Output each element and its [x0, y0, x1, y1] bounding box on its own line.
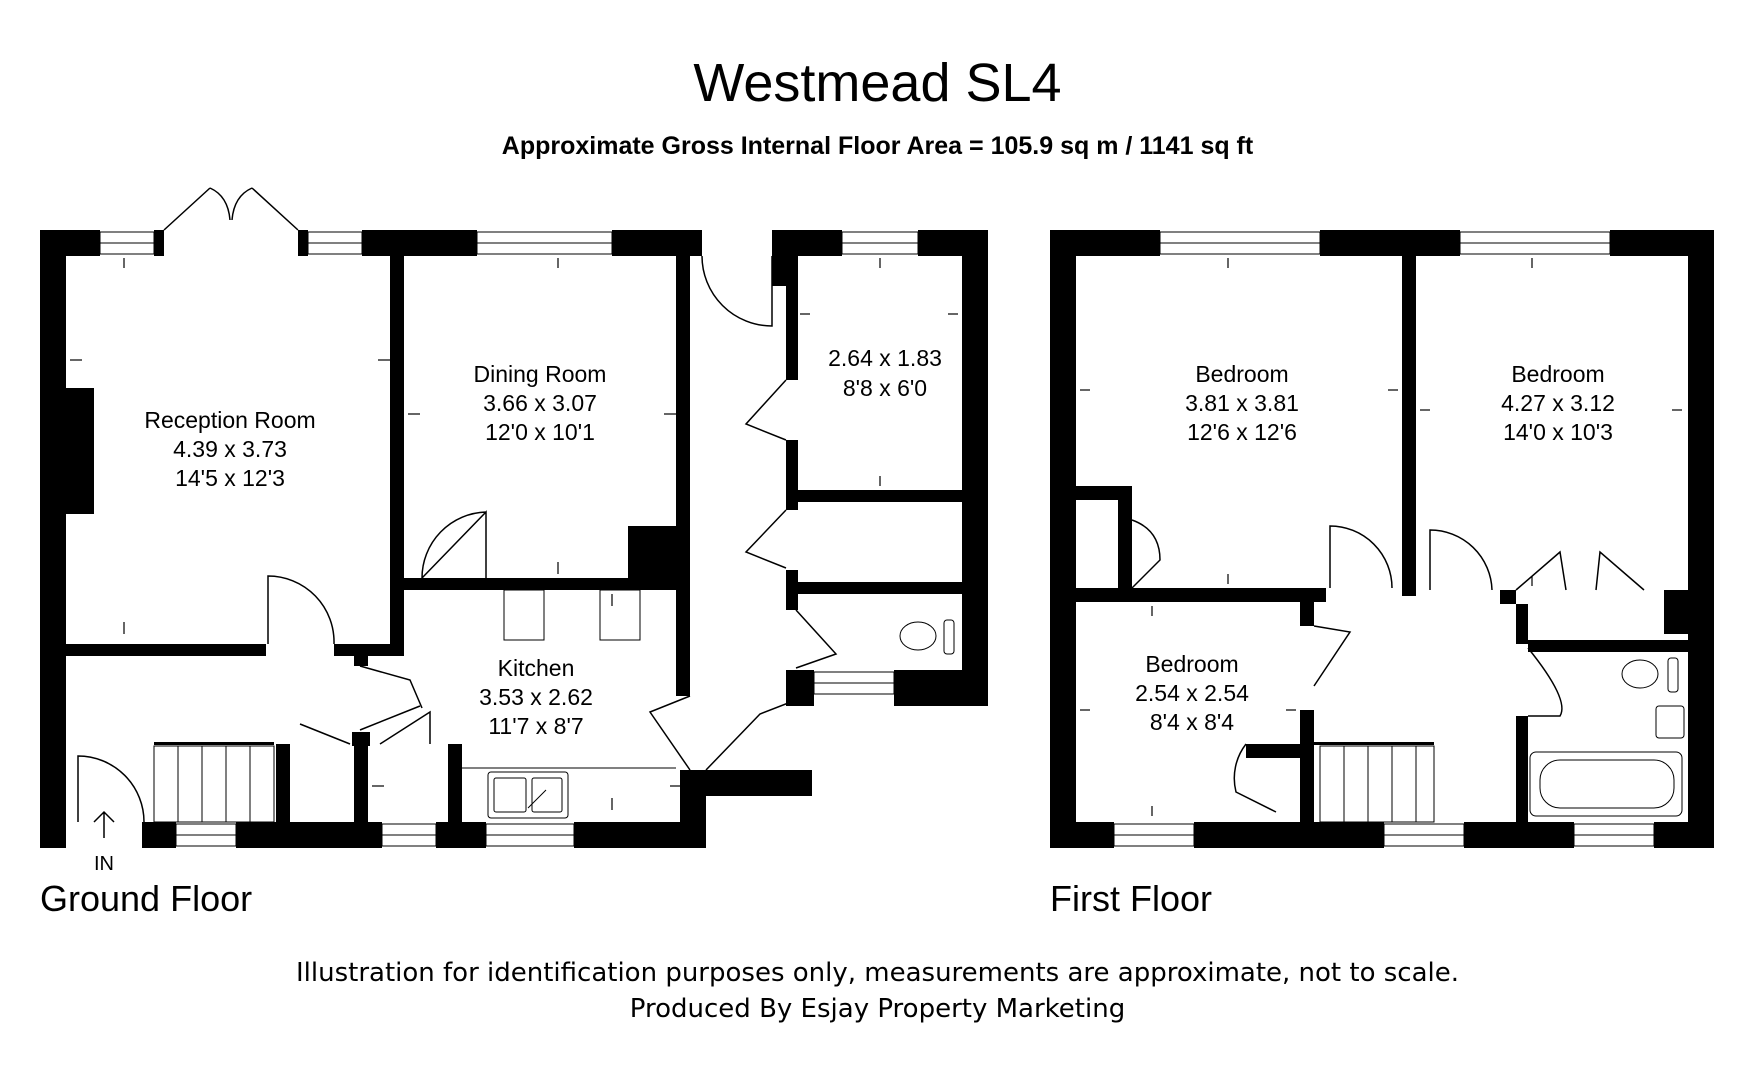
entrance-label: IN: [94, 853, 114, 875]
room-imperial: 8'8 x 6'0: [843, 375, 927, 401]
room-metric: 4.27 x 3.12: [1501, 390, 1615, 416]
room-metric: 2.54 x 2.54: [1135, 680, 1249, 706]
disclaimer-text: Illustration for identification purposes…: [295, 958, 1460, 988]
entrance-arrow-icon: [93, 810, 115, 838]
producer-credit: Produced By Esjay Property Marketing: [629, 994, 1126, 1024]
room-imperial: 12'0 x 10'1: [485, 419, 595, 445]
ground-floor-label: Ground Floor: [40, 878, 253, 919]
room-imperial: 11'7 x 8'7: [488, 713, 583, 739]
room-name: Bedroom: [1195, 361, 1288, 387]
room-metric: 3.53 x 2.62: [479, 684, 593, 710]
room-imperial: 14'5 x 12'3: [175, 465, 285, 491]
room-name: Bedroom: [1511, 361, 1604, 387]
floor-area-subtitle: Approximate Gross Internal Floor Area = …: [501, 132, 1254, 160]
room-imperial: 12'6 x 12'6: [1187, 419, 1297, 445]
room-metric: 4.39 x 3.73: [173, 436, 287, 462]
plan-title: Westmead SL4: [693, 53, 1062, 113]
room-metric: 2.64 x 1.83: [828, 345, 942, 371]
room-name: Bedroom: [1145, 651, 1238, 677]
room-imperial: 8'4 x 8'4: [1150, 709, 1234, 735]
room-metric: 3.66 x 3.07: [483, 390, 597, 416]
room-name: Kitchen: [498, 655, 575, 681]
room-metric: 3.81 x 3.81: [1185, 390, 1299, 416]
room-name: Dining Room: [474, 361, 607, 387]
room-name: Reception Room: [144, 407, 315, 433]
wall: [40, 230, 66, 848]
first-floor-label: First Floor: [1050, 878, 1212, 919]
room-imperial: 14'0 x 10'3: [1503, 419, 1613, 445]
